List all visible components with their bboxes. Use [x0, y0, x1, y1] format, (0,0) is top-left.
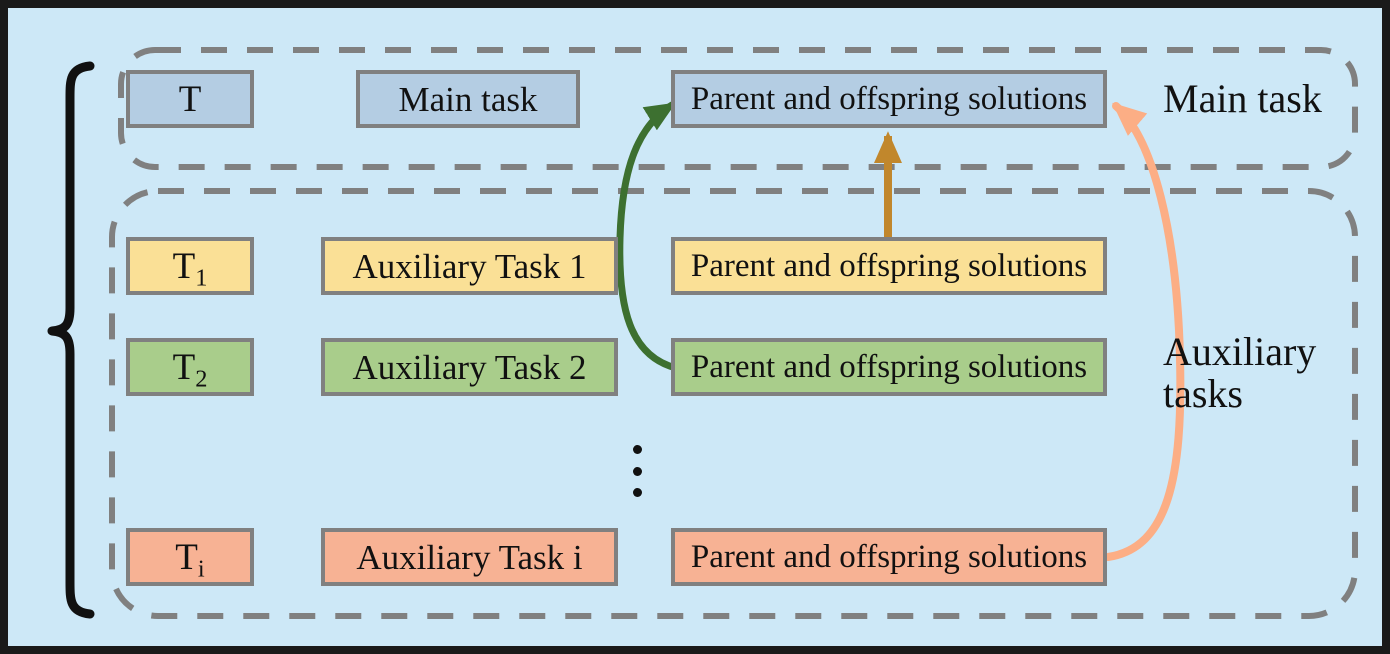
main-task-name-box[interactable]: Main task	[356, 70, 580, 128]
aux-task-i-symbol-box[interactable]: Ti	[126, 528, 254, 586]
main-task-solutions-box[interactable]: Parent and offspring solutions	[671, 70, 1107, 128]
main-task-group-label: Main task	[1163, 76, 1322, 121]
aux-task-1-symbol: T1	[172, 245, 208, 291]
aux-task-2-name: Auxiliary Task 2	[352, 347, 587, 387]
aux-task-2-symbol-box[interactable]: T2	[126, 338, 254, 396]
aux-task-i-name: Auxiliary Task i	[356, 537, 583, 577]
aux-task-i-symbol: Ti	[175, 536, 205, 582]
aux-task-2-name-box[interactable]: Auxiliary Task 2	[321, 338, 618, 396]
aux-task-1-solutions-box[interactable]: Parent and offspring solutions	[671, 237, 1107, 295]
ellipsis-dot	[632, 488, 642, 497]
aux-task-2-solutions-box[interactable]: Parent and offspring solutions	[671, 338, 1107, 396]
green-arrow	[616, 101, 680, 372]
ellipsis-dot	[632, 445, 642, 454]
auxiliary-tasks-label-line2: tasks	[1163, 371, 1243, 416]
left-brace	[47, 61, 95, 619]
aux-task-1-solutions: Parent and offspring solutions	[690, 247, 1088, 284]
main-task-solutions: Parent and offspring solutions	[690, 80, 1088, 117]
aux-task-1-name: Auxiliary Task 1	[352, 246, 587, 286]
aux-task-1-name-box[interactable]: Auxiliary Task 1	[321, 237, 618, 295]
vertical-ellipsis	[632, 445, 642, 497]
ellipsis-dot	[632, 466, 642, 476]
auxiliary-tasks-label-line1: Auxiliary	[1163, 329, 1317, 374]
main-task-symbol: T	[178, 78, 202, 120]
aux-task-i-solutions-box[interactable]: Parent and offspring solutions	[671, 528, 1107, 586]
aux-task-i-solutions: Parent and offspring solutions	[690, 538, 1088, 575]
aux-task-2-symbol: T2	[172, 346, 208, 392]
main-task-symbol-box[interactable]: T	[126, 70, 254, 128]
auxiliary-tasks-group-label: Auxiliary tasks	[1163, 331, 1316, 415]
aux-task-1-symbol-box[interactable]: T1	[126, 237, 254, 295]
aux-task-i-name-box[interactable]: Auxiliary Task i	[321, 528, 618, 586]
main-task-name: Main task	[398, 79, 538, 119]
aux-task-2-solutions: Parent and offspring solutions	[690, 348, 1088, 385]
